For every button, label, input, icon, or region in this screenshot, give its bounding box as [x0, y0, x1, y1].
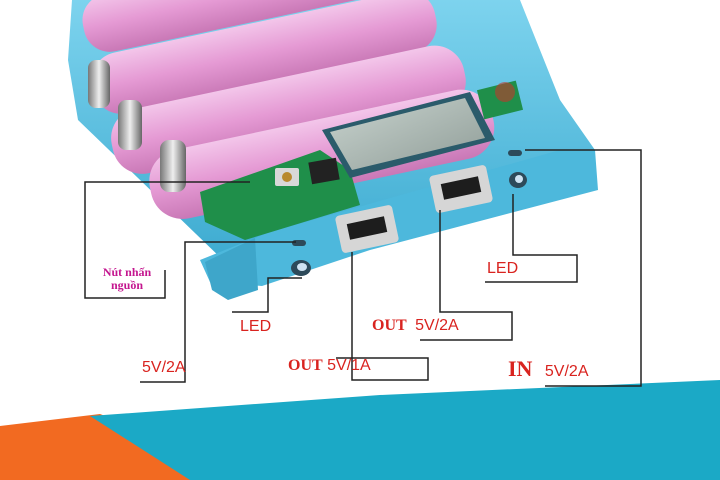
out2-callout: OUT 5V/2A — [372, 318, 459, 334]
out1-callout: OUT 5V/1A — [288, 358, 371, 374]
in-callout: IN 5V/2A — [508, 358, 589, 380]
line-in — [525, 149, 642, 387]
callout-lines — [84, 149, 642, 387]
input-port-left — [292, 240, 306, 246]
power-button-callout: Nút nhấn nguồn — [92, 266, 162, 292]
power-button-label-line1: Nút nhấn — [102, 265, 152, 279]
battery-springs — [88, 60, 186, 192]
line-5v2a-left — [140, 241, 296, 383]
ports — [291, 150, 527, 276]
control-pcb — [200, 150, 360, 240]
led-right-label: LED — [487, 260, 519, 277]
out2-value: 5V/2A — [415, 317, 459, 334]
line-led-right — [485, 194, 578, 283]
battery-cell-3 — [111, 45, 466, 174]
bottom-banner — [0, 380, 720, 480]
line-power-button — [84, 181, 250, 299]
spring-2 — [118, 100, 142, 150]
out1-prefix: OUT — [288, 357, 323, 374]
led-left-label: LED — [240, 318, 272, 335]
input-left-label: 5V/2A — [142, 359, 186, 376]
in-value: 5V/2A — [544, 363, 589, 380]
line-out2 — [420, 210, 513, 341]
input-port-right — [508, 150, 522, 156]
case-front-edge — [205, 238, 258, 300]
out2-prefix: OUT — [372, 317, 407, 334]
power-button-label-line2: nguồn — [110, 278, 144, 292]
chip — [308, 157, 340, 185]
battery-cell-2 — [91, 0, 437, 114]
in-prefix: IN — [508, 356, 533, 381]
out1-value: 5V/1A — [327, 357, 371, 374]
spring-1 — [88, 60, 110, 108]
battery-cell-1 — [82, 0, 408, 52]
case-front-face — [200, 150, 598, 286]
spring-3 — [160, 140, 186, 192]
line-out1 — [336, 252, 429, 381]
line-led-left — [232, 277, 302, 313]
lcd-screen — [330, 98, 485, 170]
banner-teal-stripe — [90, 380, 720, 480]
lcd-display — [322, 80, 524, 178]
